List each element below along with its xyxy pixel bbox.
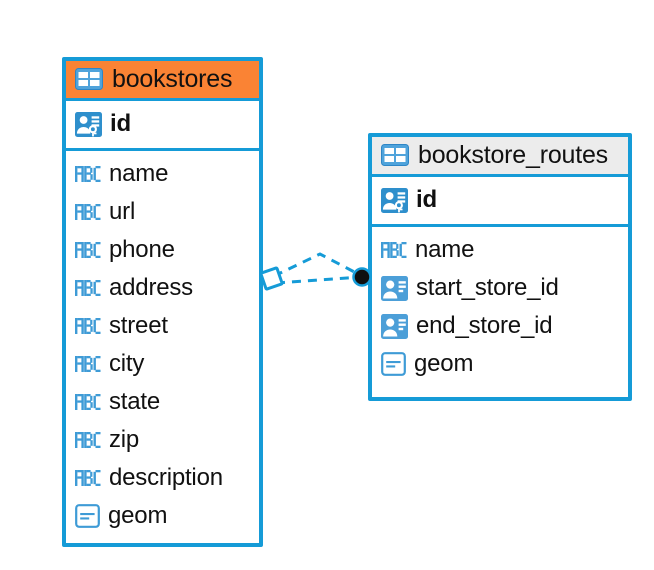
field-row[interactable]: id xyxy=(75,105,251,143)
field-label: url xyxy=(109,198,136,226)
field-row[interactable]: description xyxy=(75,459,251,497)
table-icon xyxy=(75,68,103,91)
table-icon xyxy=(381,144,409,167)
field-label: city xyxy=(109,350,145,378)
foreign-key-icon xyxy=(381,313,408,339)
entity-bookstore-routes-title: bookstore_routes xyxy=(418,141,608,169)
entity-bookstores[interactable]: bookstores id xyxy=(62,57,263,547)
field-row[interactable]: street xyxy=(75,307,251,345)
field-label: geom xyxy=(414,350,474,378)
field-row[interactable]: name xyxy=(75,155,251,193)
field-label: id xyxy=(416,186,437,214)
primary-key-icon xyxy=(75,111,102,138)
field-row[interactable]: name xyxy=(381,231,620,269)
field-label: name xyxy=(415,236,475,264)
entity-bookstores-primary-keys: id xyxy=(66,101,259,152)
field-label: start_store_id xyxy=(416,274,559,302)
text-abc-icon xyxy=(75,166,101,183)
field-row[interactable]: city xyxy=(75,345,251,383)
relationship-line-upper xyxy=(273,252,363,278)
text-abc-icon xyxy=(75,280,101,297)
foreign-key-icon xyxy=(381,275,408,301)
entity-bookstores-fields: name xyxy=(66,151,259,541)
entity-bookstore-routes-fields: name start_store_id xyxy=(372,227,628,389)
field-row[interactable]: geom xyxy=(381,345,620,383)
geometry-icon xyxy=(75,504,100,529)
field-row[interactable]: url xyxy=(75,193,251,231)
text-abc-icon xyxy=(381,242,407,259)
entity-bookstores-title: bookstores xyxy=(112,65,233,93)
relationship-source-marker xyxy=(259,266,284,291)
relationship-line-lower xyxy=(275,275,363,285)
field-row[interactable]: id xyxy=(381,181,620,219)
field-label: description xyxy=(109,464,223,492)
text-abc-icon xyxy=(75,356,101,373)
text-abc-icon xyxy=(75,204,101,221)
entity-bookstore-routes-primary-keys: id xyxy=(372,177,628,228)
field-label: end_store_id xyxy=(416,312,553,340)
field-row[interactable]: start_store_id xyxy=(381,269,620,307)
relationship-target-marker xyxy=(352,267,372,287)
field-row[interactable]: zip xyxy=(75,421,251,459)
text-abc-icon xyxy=(75,394,101,411)
field-row[interactable]: geom xyxy=(75,497,251,535)
relationship-connector[interactable] xyxy=(258,244,378,314)
field-label: geom xyxy=(108,502,168,530)
field-row[interactable]: address xyxy=(75,269,251,307)
entity-bookstores-header[interactable]: bookstores xyxy=(66,61,259,102)
geometry-icon xyxy=(381,352,406,377)
entity-bookstore-routes-header[interactable]: bookstore_routes xyxy=(372,137,628,178)
field-label: zip xyxy=(109,426,140,454)
field-label: id xyxy=(110,110,131,138)
entity-bookstore-routes[interactable]: bookstore_routes xyxy=(368,133,632,401)
text-abc-icon xyxy=(75,242,101,259)
field-label: state xyxy=(109,388,161,416)
field-label: phone xyxy=(109,236,175,264)
field-row[interactable]: phone xyxy=(75,231,251,269)
field-row[interactable]: state xyxy=(75,383,251,421)
field-label: name xyxy=(109,160,169,188)
primary-key-icon xyxy=(381,187,408,214)
field-row[interactable]: end_store_id xyxy=(381,307,620,345)
text-abc-icon xyxy=(75,318,101,335)
text-abc-icon xyxy=(75,470,101,487)
field-label: street xyxy=(109,312,168,340)
field-label: address xyxy=(109,274,193,302)
text-abc-icon xyxy=(75,432,101,449)
